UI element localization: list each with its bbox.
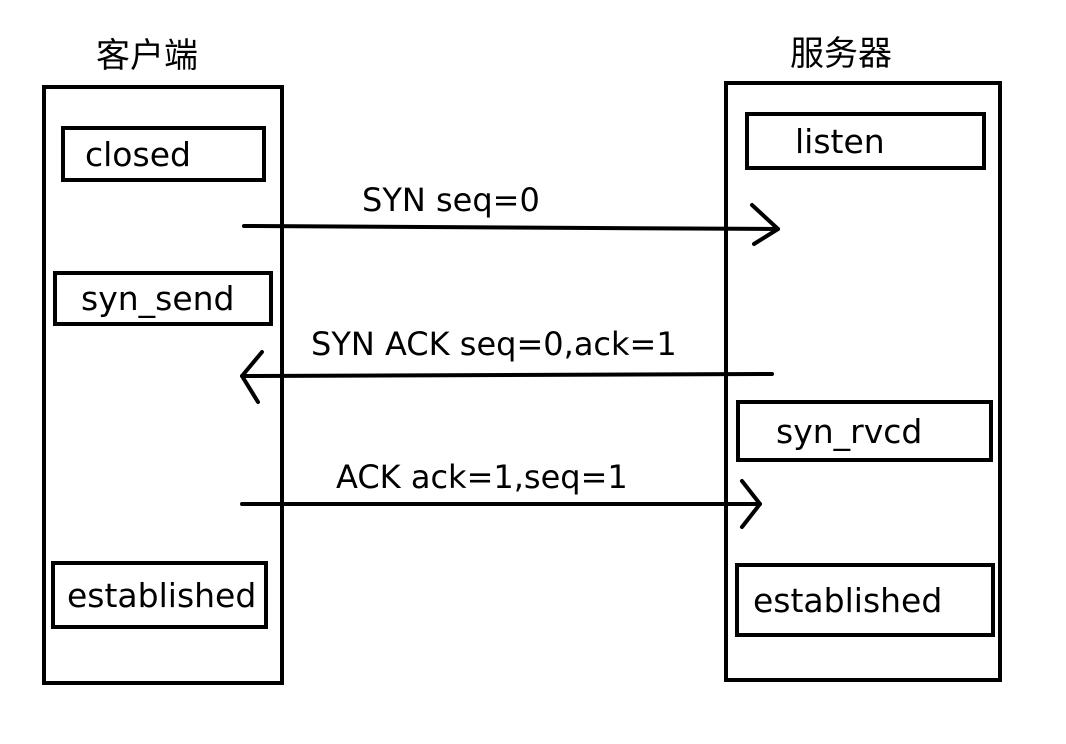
- arrow-syn-ack-line: [240, 372, 774, 378]
- arrow-ack-head: [740, 479, 762, 529]
- message-ack-label: ACK ack=1,seq=1: [336, 458, 628, 496]
- server-state-established-label: established: [753, 580, 943, 620]
- server-state-established: established: [735, 563, 995, 637]
- client-state-closed: closed: [61, 126, 266, 182]
- arrow-syn-line: [242, 224, 780, 231]
- server-state-syn-rvcd-label: syn_rvcd: [776, 411, 923, 451]
- arrow-syn-ack-head: [240, 350, 264, 404]
- client-state-syn-send-label: syn_send: [81, 279, 235, 318]
- server-title: 服务器: [790, 34, 892, 74]
- client-lifeline: [42, 85, 284, 685]
- server-state-listen: listen: [745, 112, 986, 170]
- message-syn-ack-label: SYN ACK seq=0,ack=1: [311, 325, 677, 363]
- arrow-syn-head: [750, 203, 780, 246]
- client-state-syn-send: syn_send: [53, 271, 273, 326]
- message-syn-label: SYN seq=0: [362, 181, 540, 219]
- server-state-listen-label: listen: [795, 121, 885, 161]
- client-title: 客户端: [96, 36, 198, 76]
- client-state-established-label: established: [67, 575, 257, 615]
- server-state-syn-rvcd: syn_rvcd: [736, 400, 993, 462]
- client-state-closed-label: closed: [85, 134, 191, 174]
- server-lifeline: [724, 81, 1002, 682]
- client-state-established: established: [51, 561, 268, 629]
